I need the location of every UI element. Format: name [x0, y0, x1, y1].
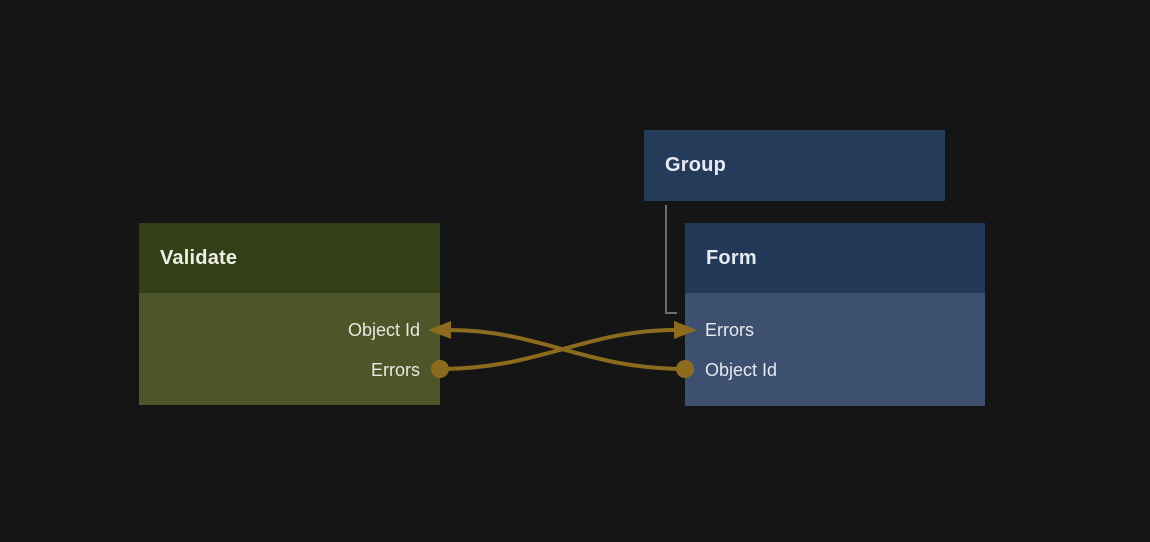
- port-label: Object Id: [347, 319, 420, 340]
- port-label: Object Id: [705, 359, 778, 380]
- port-form-object-id[interactable]: Object Id: [685, 350, 985, 390]
- node-form-body: Errors Object Id: [685, 293, 985, 406]
- node-group[interactable]: Group: [644, 130, 945, 201]
- group-to-form-link: [665, 205, 677, 314]
- edge-form-objectid-to-validate-objectid: [447, 328, 687, 371]
- node-validate[interactable]: Validate Object Id Errors: [139, 223, 440, 405]
- port-validate-errors[interactable]: Errors: [139, 350, 440, 390]
- port-form-errors[interactable]: Errors: [685, 310, 985, 350]
- port-validate-object-id[interactable]: Object Id: [139, 310, 440, 350]
- port-label: Errors: [371, 359, 420, 380]
- node-validate-body: Object Id Errors: [139, 293, 440, 405]
- port-label: Errors: [705, 319, 754, 340]
- node-validate-title: Validate: [139, 223, 440, 293]
- port-dot-form-objectid[interactable]: [676, 360, 694, 378]
- node-form-title: Form: [685, 223, 985, 293]
- arrowhead-validate-objectid-icon: [428, 321, 451, 339]
- node-group-title: Group: [665, 154, 726, 176]
- port-dot-validate-errors[interactable]: [431, 360, 449, 378]
- node-form[interactable]: Form Errors Object Id: [685, 223, 985, 406]
- arrowhead-form-errors-icon: [674, 321, 697, 339]
